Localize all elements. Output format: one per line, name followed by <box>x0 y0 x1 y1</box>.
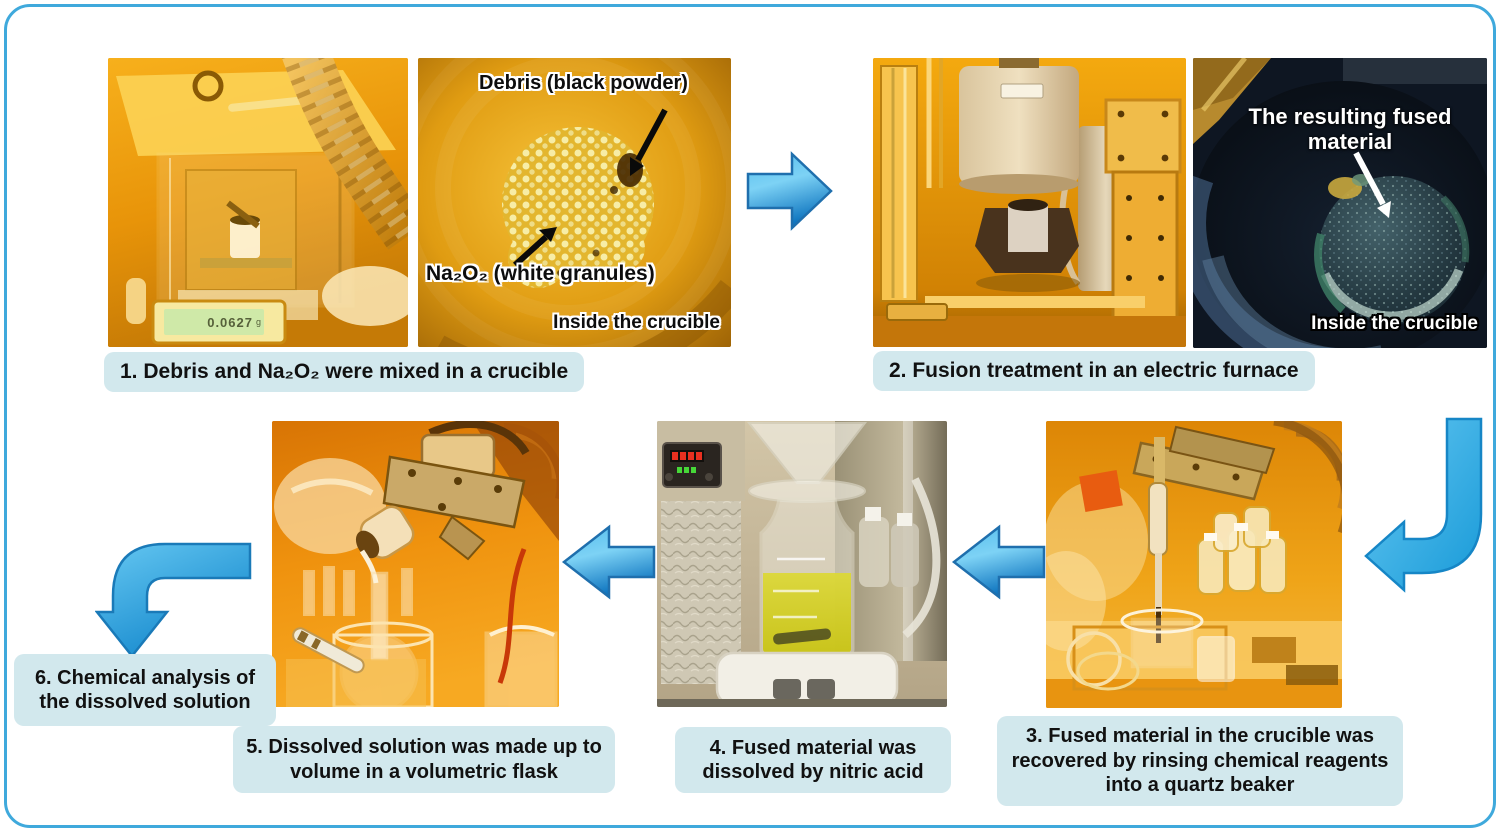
label-inside-crucible-1: Inside the crucible <box>553 312 720 333</box>
dissolution-photo-art <box>657 421 947 707</box>
crucible-after-art <box>1193 58 1487 348</box>
balance-value: 0.0627 <box>207 314 253 330</box>
photo-crucible-after-fusion: The resulting fused material Inside the … <box>1193 58 1487 348</box>
annotation-arrow-na2o2-icon <box>512 227 557 268</box>
label-fused-material: The resulting fused material <box>1248 104 1452 155</box>
caption-step-2: 2. Fusion treatment in an electric furna… <box>873 351 1315 391</box>
photo-electric-furnace <box>873 58 1186 347</box>
balance-readout: 0.0627 g <box>166 310 262 334</box>
rinsing-photo-art <box>1046 421 1342 708</box>
label-debris: Debris (black powder) <box>479 72 688 94</box>
furnace-photo-art <box>873 58 1186 347</box>
photo-volumetric-flask <box>272 421 559 707</box>
annotation-arrow-layer <box>1353 151 1391 218</box>
label-na2o2: Na₂O₂ (white granules) <box>426 262 655 285</box>
crucible-before-art <box>418 58 731 347</box>
annotation-arrow-fused-icon <box>1353 151 1391 218</box>
annotation-arrow-debris-icon <box>630 108 668 176</box>
caption-step-5: 5. Dissolved solution was made up to vol… <box>233 726 615 793</box>
caption-step-6: 6. Chemical analysis of the dissolved so… <box>14 654 276 726</box>
arrow-down-left-curve-icon <box>1364 417 1483 593</box>
arrow-left-icon <box>951 524 1046 600</box>
photo-weighing-balance: 0.0627 g <box>108 58 408 347</box>
balance-unit: g <box>255 317 262 327</box>
figure-border <box>4 4 1496 828</box>
weighing-photo-art <box>108 58 408 347</box>
caption-step-1: 1. Debris and Na₂O₂ were mixed in a cruc… <box>104 352 585 392</box>
arrow-left-icon <box>561 524 656 600</box>
arrow-down-curve-icon <box>95 542 252 659</box>
label-inside-crucible-2: Inside the crucible <box>1311 313 1478 334</box>
arrow-right-icon <box>746 151 833 231</box>
photo-rinsing-recovery <box>1046 421 1342 708</box>
volumetric-photo-art <box>272 421 559 707</box>
photo-nitric-acid-dissolution <box>657 421 947 707</box>
caption-step-3: 3. Fused material in the crucible was re… <box>997 716 1403 806</box>
photo-crucible-before-fusion: Debris (black powder) Na₂O₂ (white granu… <box>418 58 731 347</box>
caption-step-4: 4. Fused material was dissolved by nitri… <box>675 727 951 793</box>
annotation-arrows-layer <box>512 108 668 268</box>
